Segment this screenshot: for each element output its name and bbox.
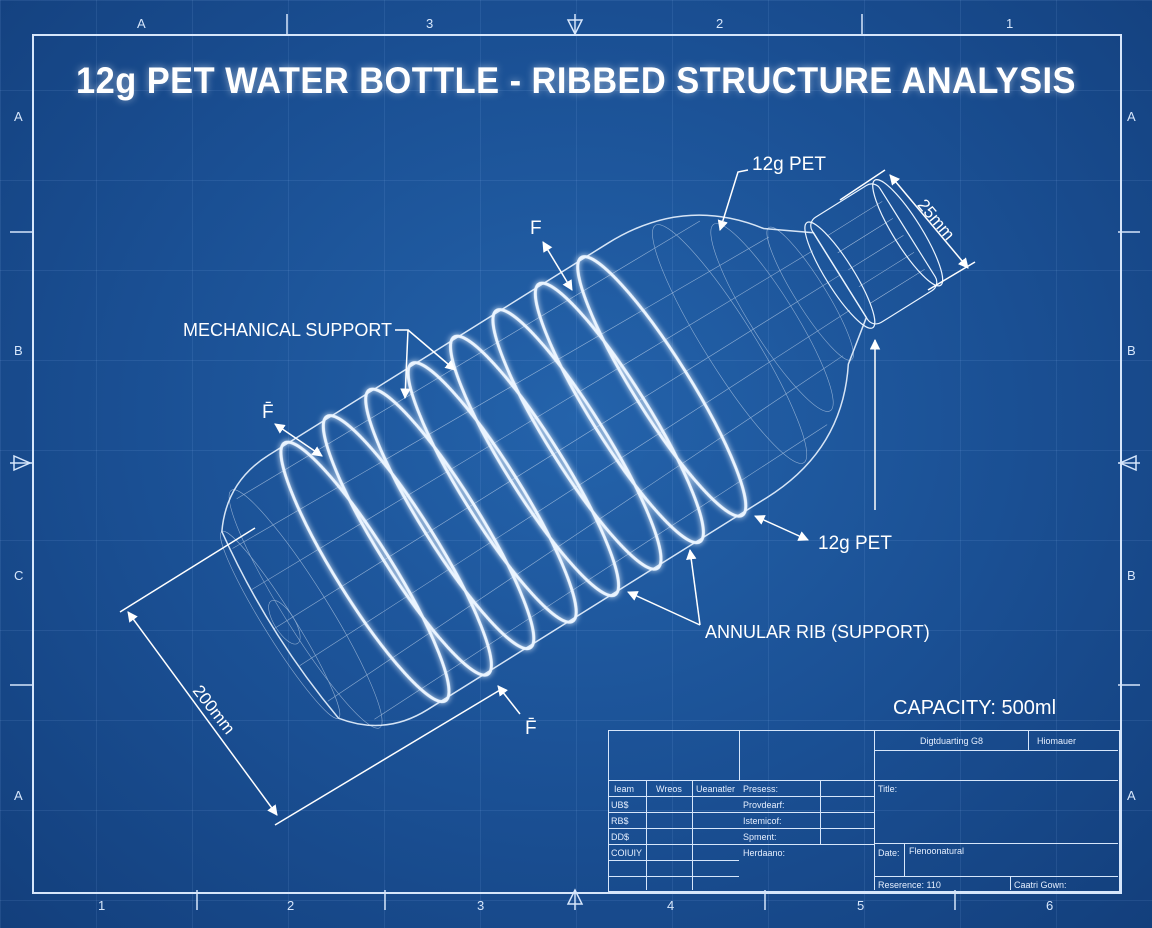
title-field-label: Title:: [878, 784, 898, 794]
border-label: C: [14, 568, 24, 583]
border-label: 2: [716, 16, 724, 31]
material-label-top: 12g PET: [752, 154, 826, 175]
border-label: 1: [98, 898, 106, 913]
annular-rib-label: ANNULAR RIB (SUPPORT): [705, 622, 930, 642]
field-label: Provdearf:: [743, 800, 785, 810]
border-label: 3: [477, 898, 485, 913]
field-label: Istemicof:: [743, 816, 782, 826]
date-value: Flenoonatural: [909, 846, 965, 856]
border-label: 5: [857, 898, 865, 913]
force-label: F̄: [262, 402, 274, 423]
border-label: 2: [287, 898, 295, 913]
field-label: Presess:: [743, 784, 779, 794]
dimension-and-leader-lines: [119, 169, 976, 826]
reference-label: Reserence: 110: [878, 880, 941, 890]
title-block-header: Hiomauer: [1037, 736, 1077, 746]
annular-ribs: [279, 255, 748, 704]
material-label-right: 12g PET: [818, 533, 892, 554]
date-label: Date:: [878, 848, 900, 858]
column-header: Ueanatler: [696, 784, 736, 794]
border-label: A: [137, 16, 146, 31]
border-label: B: [1127, 343, 1136, 358]
row-label: COIUIY: [611, 848, 643, 858]
border-label: 1: [1006, 16, 1014, 31]
title-block-header: Digtduarting G8: [920, 736, 984, 746]
drawn-by-label: Caatri Gown:: [1014, 880, 1067, 890]
force-label: F: [530, 218, 542, 239]
border-label: B: [14, 343, 23, 358]
field-label: Herdaano:: [743, 848, 786, 858]
border-label: B: [1127, 568, 1136, 583]
border-label: A: [14, 788, 23, 803]
column-header: Ieam: [614, 784, 635, 794]
border-ticks: [10, 14, 1140, 910]
border-label: 4: [667, 898, 675, 913]
border-label: 6: [1046, 898, 1054, 913]
field-label: Spment:: [743, 832, 777, 842]
column-header: Wreos: [656, 784, 682, 794]
row-label: DD$: [611, 832, 630, 842]
row-label: UB$: [611, 800, 629, 810]
bottle-wireframe: [220, 179, 944, 729]
row-label: RB$: [611, 816, 629, 826]
page-title: 12g PET WATER BOTTLE - RIBBED STRUCTURE …: [76, 60, 1076, 101]
capacity-label: CAPACITY: 500ml: [893, 697, 1057, 719]
border-label: 3: [426, 16, 434, 31]
force-label: F̄: [525, 718, 537, 739]
border-label: A: [1127, 788, 1136, 803]
mechanical-support-label: MECHANICAL SUPPORT: [183, 320, 393, 340]
border-label: A: [14, 109, 23, 124]
border-label: A: [1127, 109, 1136, 124]
